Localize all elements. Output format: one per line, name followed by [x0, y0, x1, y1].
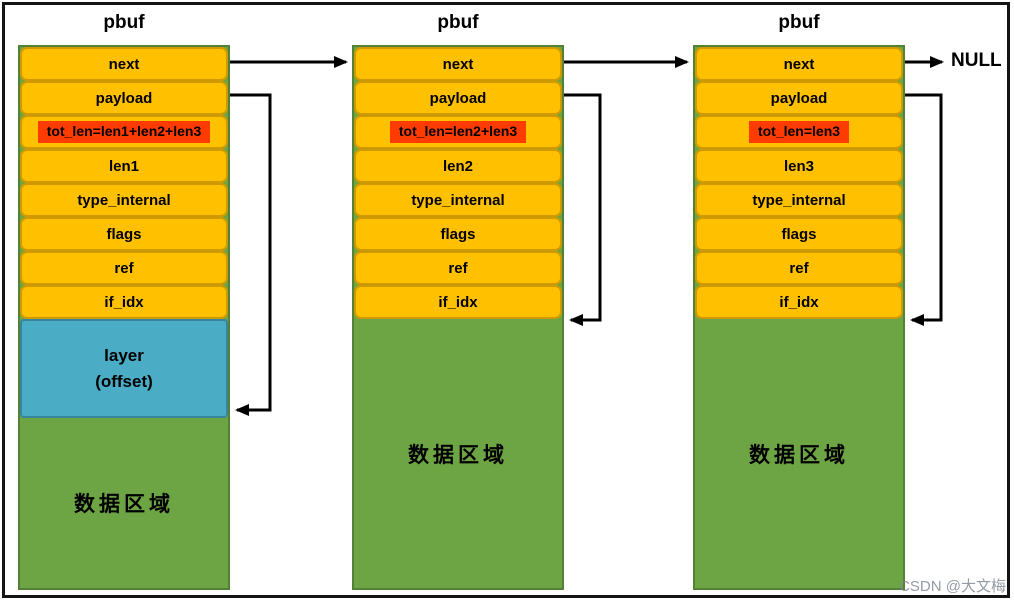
pbuf3-row-ref: ref	[695, 251, 903, 285]
pbuf3-row-len3: len3	[695, 149, 903, 183]
pbuf1-row-ref: ref	[20, 251, 228, 285]
layer-label: layer	[104, 346, 144, 365]
pbuf2-tot-len-highlight: tot_len=len2+len3	[389, 121, 527, 143]
pbuf3-row-next: next	[695, 47, 903, 81]
pbuf3-data-area: 数据区域	[749, 443, 849, 467]
null-terminator-label: NULL	[951, 50, 1002, 71]
pbuf3-struct: next payload tot_len=len3 len3 type_inte…	[693, 45, 905, 590]
pbuf1-data-area: 数据区域	[74, 493, 174, 516]
pbuf2-struct: next payload tot_len=len2+len3 len2 type…	[352, 45, 564, 590]
pbuf3-row-tot-len: tot_len=len3	[695, 115, 903, 149]
pbuf3-tot-len-highlight: tot_len=len3	[748, 121, 850, 143]
pbuf2-row-if-idx: if_idx	[354, 285, 562, 319]
pbuf3-title: pbuf	[778, 12, 820, 33]
pbuf1-tot-len-highlight: tot_len=len1+len2+len3	[37, 121, 211, 143]
pbuf1-title: pbuf	[103, 12, 145, 33]
pbuf2-row-payload: payload	[354, 81, 562, 115]
pbuf3-row-flags: flags	[695, 217, 903, 251]
pbuf2-data-area: 数据区域	[408, 443, 508, 467]
pbuf1-row-type-internal: type_internal	[20, 183, 228, 217]
pbuf1-row-len1: len1	[20, 149, 228, 183]
pbuf2-row-type-internal: type_internal	[354, 183, 562, 217]
pbuf1-row-tot-len: tot_len=len1+len2+len3	[20, 115, 228, 149]
pbuf2-row-flags: flags	[354, 217, 562, 251]
pbuf2-row-len2: len2	[354, 149, 562, 183]
pbuf2-row-next: next	[354, 47, 562, 81]
watermark: CSDN @大文梅	[899, 578, 1006, 595]
pbuf1-layer-offset-block: layer (offset)	[20, 319, 228, 418]
pbuf3-row-if-idx: if_idx	[695, 285, 903, 319]
pbuf2-title: pbuf	[437, 12, 479, 33]
pbuf2-row-tot-len: tot_len=len2+len3	[354, 115, 562, 149]
payload-arrow-pbuf2	[564, 93, 602, 326]
pbuf3-row-type-internal: type_internal	[695, 183, 903, 217]
pbuf1-struct: next payload tot_len=len1+len2+len3 len1…	[18, 45, 230, 590]
payload-arrow-pbuf1	[230, 93, 272, 416]
pbuf1-row-payload: payload	[20, 81, 228, 115]
pbuf1-row-flags: flags	[20, 217, 228, 251]
pbuf1-row-if-idx: if_idx	[20, 285, 228, 319]
payload-arrow-pbuf3	[905, 93, 943, 326]
offset-label: (offset)	[95, 371, 153, 391]
pbuf3-row-payload: payload	[695, 81, 903, 115]
pbuf1-row-next: next	[20, 47, 228, 81]
pbuf2-row-ref: ref	[354, 251, 562, 285]
